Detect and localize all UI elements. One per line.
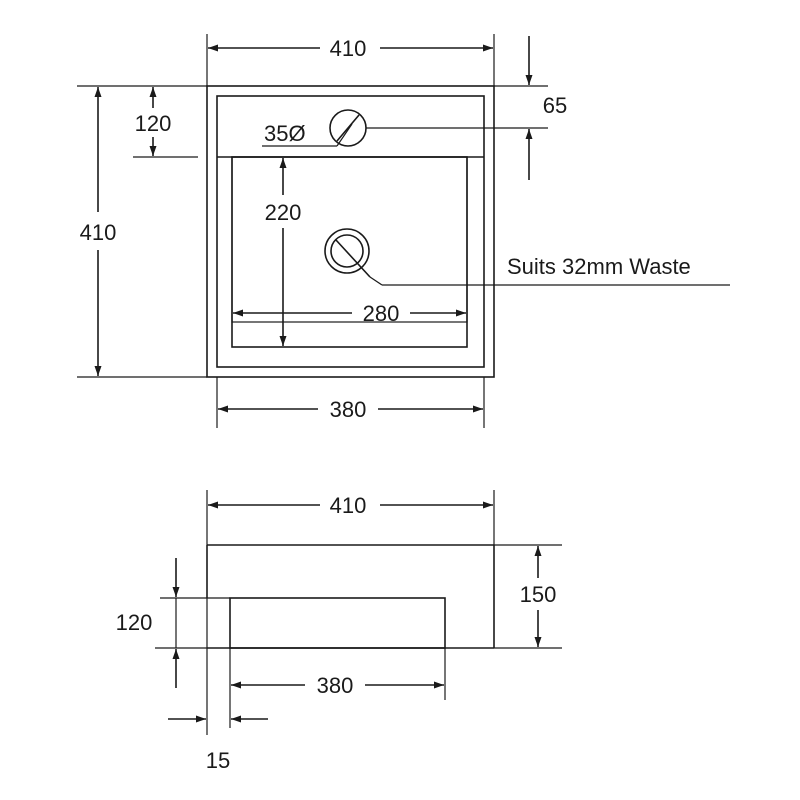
plan-depth-label: 410 [80, 220, 117, 245]
waste-note-label: Suits 32mm Waste [507, 254, 691, 279]
dimension-bowl-inner-width: 280 [233, 301, 466, 326]
side-bowl-width-label: 380 [317, 673, 354, 698]
side-dimension-edge-offset: 15 [168, 598, 268, 773]
waste-leader-diagonal [369, 276, 383, 286]
plan-bowl-floor [231, 156, 468, 323]
bowl-inner-width-label: 280 [363, 301, 400, 326]
deck-depth-label: 120 [135, 111, 172, 136]
tap-hole-leader [336, 123, 353, 147]
dimension-overall-depth: 410 [77, 85, 207, 378]
plan-bowl-outline [231, 156, 468, 348]
tap-hole-offset-label: 65 [543, 93, 567, 118]
tap-hole [329, 109, 367, 147]
plan-inner-rim [216, 95, 485, 368]
side-bowl-height-label: 120 [116, 610, 153, 635]
side-view: 410 150 120 380 [116, 490, 562, 773]
side-bowl-outline [229, 597, 446, 649]
dimension-bowl-inner-depth: 220 [265, 158, 302, 346]
dimension-bowl-width: 380 [216, 377, 485, 428]
side-edge-offset-label: 15 [206, 748, 230, 773]
dimension-deck-depth: 120 [133, 87, 198, 158]
side-dimension-overall-height: 150 [494, 544, 562, 649]
side-height-label: 150 [520, 582, 557, 607]
side-dimension-bowl-width: 380 [229, 648, 446, 728]
dimension-overall-width-top: 410 [206, 34, 495, 86]
plan-bowl-width-label: 380 [330, 397, 367, 422]
plan-outer-outline [206, 85, 495, 378]
waste-outlet [324, 228, 371, 278]
side-dimension-overall-width: 410 [206, 490, 495, 545]
plan-width-label: 410 [330, 36, 367, 61]
bowl-inner-depth-label: 220 [265, 200, 302, 225]
side-width-label: 410 [330, 493, 367, 518]
side-dimension-bowl-height: 120 [116, 558, 230, 688]
plan-view: 35Ø Suits 32mm Waste 410 410 120 [77, 34, 730, 428]
dimension-tap-hole-offset: 65 [366, 36, 567, 180]
tap-hole-diameter-label: 35Ø [264, 121, 306, 146]
